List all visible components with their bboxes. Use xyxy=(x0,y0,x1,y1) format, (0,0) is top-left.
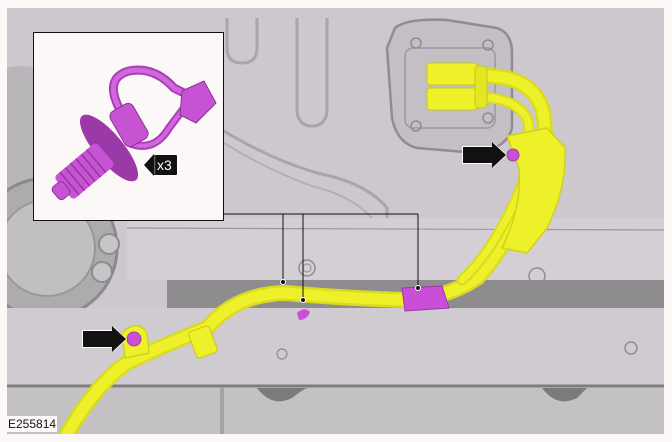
figure-reference-code: E255814 xyxy=(7,416,58,432)
arrow-shaft xyxy=(462,146,492,164)
arrow-shaft xyxy=(82,330,112,348)
arrow-right-icon xyxy=(112,326,126,352)
lower-left-fastener-arrow xyxy=(82,326,126,352)
vehicle-underbody-illustration: x3 xyxy=(7,8,664,434)
leader-lines xyxy=(218,213,419,300)
callout-pointer-icon xyxy=(144,154,154,176)
arrow-right-icon xyxy=(492,142,506,168)
quantity-callout: x3 xyxy=(144,154,178,176)
clip-detail-inset: x3 xyxy=(33,32,224,221)
push-pin-clip-icon xyxy=(51,65,217,201)
upper-right-fastener-arrow xyxy=(462,142,506,168)
quantity-label: x3 xyxy=(154,154,178,176)
